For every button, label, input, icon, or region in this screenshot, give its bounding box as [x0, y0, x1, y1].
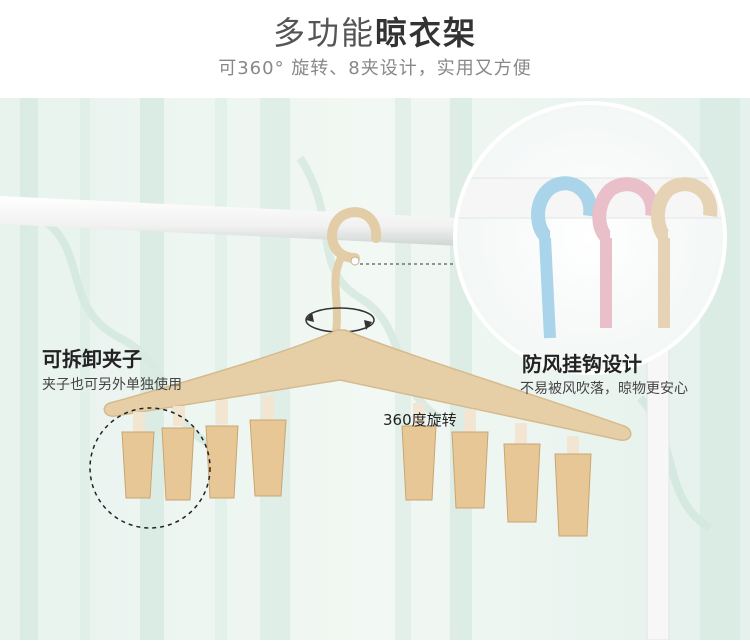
hook-pink	[592, 177, 660, 245]
clip-5	[401, 403, 437, 501]
product-photo	[0, 98, 750, 641]
title-strong: 晾衣架	[375, 14, 478, 52]
clip-8	[554, 436, 592, 537]
clip-1	[121, 412, 155, 499]
hook-pin	[350, 256, 360, 266]
clip-4	[249, 396, 287, 497]
title-plain: 多功能	[272, 14, 375, 52]
clip-feature-desc: 夹子也可另外单独使用	[42, 377, 182, 393]
hook-feature-title: 防风挂钩设计	[522, 352, 642, 376]
clothes-rod	[0, 196, 460, 246]
clip-highlight-circle	[89, 407, 211, 529]
page-subtitle: 可360° 旋转、8夹设计，实用又方便	[218, 58, 532, 79]
rotate-label: 360度旋转	[383, 411, 457, 429]
clip-feature-title: 可拆卸夹子	[42, 347, 142, 371]
hanger-body	[103, 329, 632, 441]
clip-6	[451, 410, 489, 509]
clip-3	[205, 400, 239, 499]
hook-zoom-view	[453, 101, 727, 375]
hook-feature-desc: 不易被风吹落，晾物更安心	[520, 381, 688, 397]
clip-set	[121, 396, 592, 537]
header: 多功能晾衣架 可360° 旋转、8夹设计，实用又方便	[0, 0, 750, 96]
hanger-hook	[327, 207, 382, 337]
clip-7	[503, 423, 541, 523]
page-title: 多功能晾衣架	[0, 8, 750, 54]
product-scene: 360度旋转 可拆卸夹子 夹子也可另外单独使用 防风挂钩设计 不易被风吹落，晾物…	[0, 98, 750, 641]
hook-blue	[531, 176, 598, 245]
hook-beige	[650, 177, 718, 245]
